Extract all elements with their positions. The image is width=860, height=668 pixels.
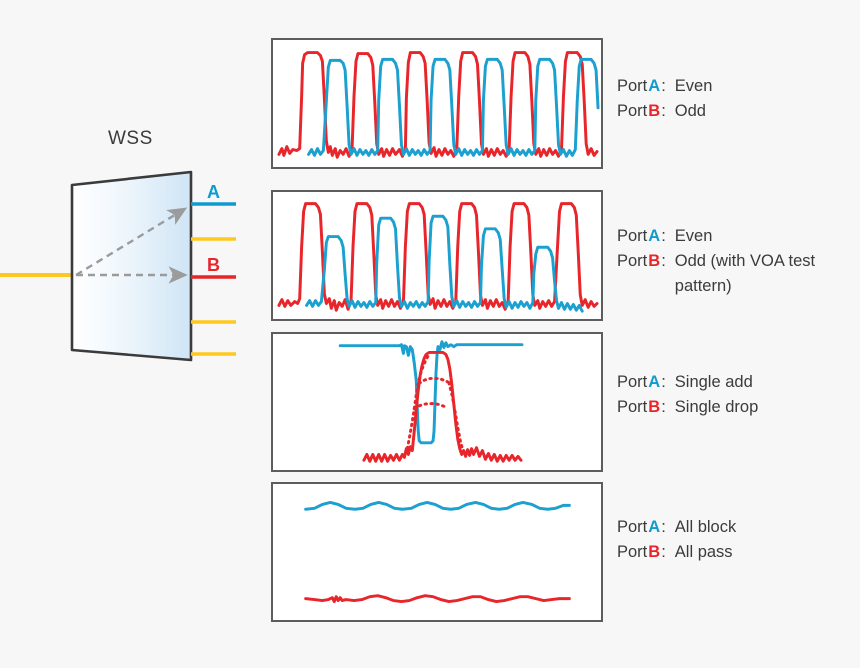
trace-port-b [277, 51, 599, 159]
caption-value: Single add [674, 373, 753, 391]
routing-arrow-diagonal [75, 207, 188, 277]
caption-even-odd: Port A : Even Port B : Odd [617, 74, 855, 124]
caption-colon: : [661, 252, 666, 270]
caption-value: All pass [674, 543, 733, 561]
trace-port-b-attenuation-contour-2 [412, 402, 449, 411]
caption-colon: : [661, 543, 666, 561]
caption-port-letter: A [648, 227, 661, 245]
caption-row: Port B : Odd (with VOA test pattern) [617, 249, 855, 299]
caption-port-letter: A [648, 518, 661, 536]
caption-colon: : [661, 227, 666, 245]
wss-device-illustration [0, 170, 236, 362]
spectrum-panel-all-block-all-pass [271, 482, 603, 622]
caption-all-block-all-pass: Port A : All block Port B : All pass [617, 515, 855, 565]
trace-port-b [304, 594, 571, 604]
caption-port-letter: B [648, 102, 661, 120]
trace-port-b-skirt-right-dotted [447, 381, 466, 454]
caption-row: Port A : Single add [617, 370, 855, 395]
spectrum-trace-panel-4 [304, 501, 571, 604]
caption-row: Port B : Single drop [617, 395, 855, 420]
caption-colon: : [661, 398, 666, 416]
caption-value: All block [674, 518, 737, 536]
caption-row: Port A : All block [617, 515, 855, 540]
trace-port-a [338, 340, 524, 445]
caption-port-word: Port [617, 518, 648, 536]
caption-colon: : [661, 518, 666, 536]
trace-port-b-attenuation-contour-1 [417, 376, 451, 385]
spectrum-trace-panel-2 [277, 202, 599, 313]
spectrum-trace-panel-3 [338, 340, 524, 463]
spectrum-trace-panel-1 [277, 51, 600, 159]
port-a-label: A [207, 182, 221, 202]
caption-value: Odd [674, 102, 706, 120]
trace-port-a [304, 501, 571, 511]
caption-row: Port A : Even [617, 74, 855, 99]
caption-row: Port B : All pass [617, 540, 855, 565]
spectrum-panel-even-odd [271, 38, 603, 169]
caption-row: Port A : Even [617, 224, 855, 249]
trace-port-b-skirt-left-dotted [405, 352, 431, 451]
wss-prism-body [70, 170, 193, 362]
caption-port-letter: B [648, 398, 661, 416]
caption-port-word: Port [617, 543, 648, 561]
caption-value: Even [674, 77, 713, 95]
caption-port-letter: B [648, 252, 661, 270]
trace-port-b [362, 351, 523, 463]
caption-port-letter: B [648, 543, 661, 561]
spectrum-panel-single-add-drop [271, 332, 603, 472]
caption-value: Single drop [674, 398, 759, 416]
trace-port-a [305, 214, 584, 313]
caption-value: Odd (with VOA test pattern) [674, 252, 816, 295]
port-b-label: B [207, 255, 221, 275]
caption-port-letter: A [648, 77, 661, 95]
caption-port-word: Port [617, 102, 648, 120]
caption-port-word: Port [617, 227, 648, 245]
caption-port-word: Port [617, 77, 648, 95]
caption-port-letter: A [648, 373, 661, 391]
caption-colon: : [661, 102, 666, 120]
caption-port-word: Port [617, 373, 648, 391]
trace-port-b [277, 202, 599, 312]
caption-single-add-drop: Port A : Single add Port B : Single drop [617, 370, 855, 420]
caption-port-word: Port [617, 398, 648, 416]
wss-device-group: WSS [0, 110, 265, 390]
caption-colon: : [661, 373, 666, 391]
caption-value: Even [674, 227, 713, 245]
caption-row: Port B : Odd [617, 99, 855, 124]
caption-colon: : [661, 77, 666, 95]
wss-device-label: WSS [108, 128, 153, 149]
caption-voa-test-pattern: Port A : Even Port B : Odd (with VOA tes… [617, 224, 855, 299]
trace-port-a [307, 57, 600, 158]
caption-port-word: Port [617, 252, 648, 270]
spectrum-panel-voa-test-pattern [271, 190, 603, 321]
